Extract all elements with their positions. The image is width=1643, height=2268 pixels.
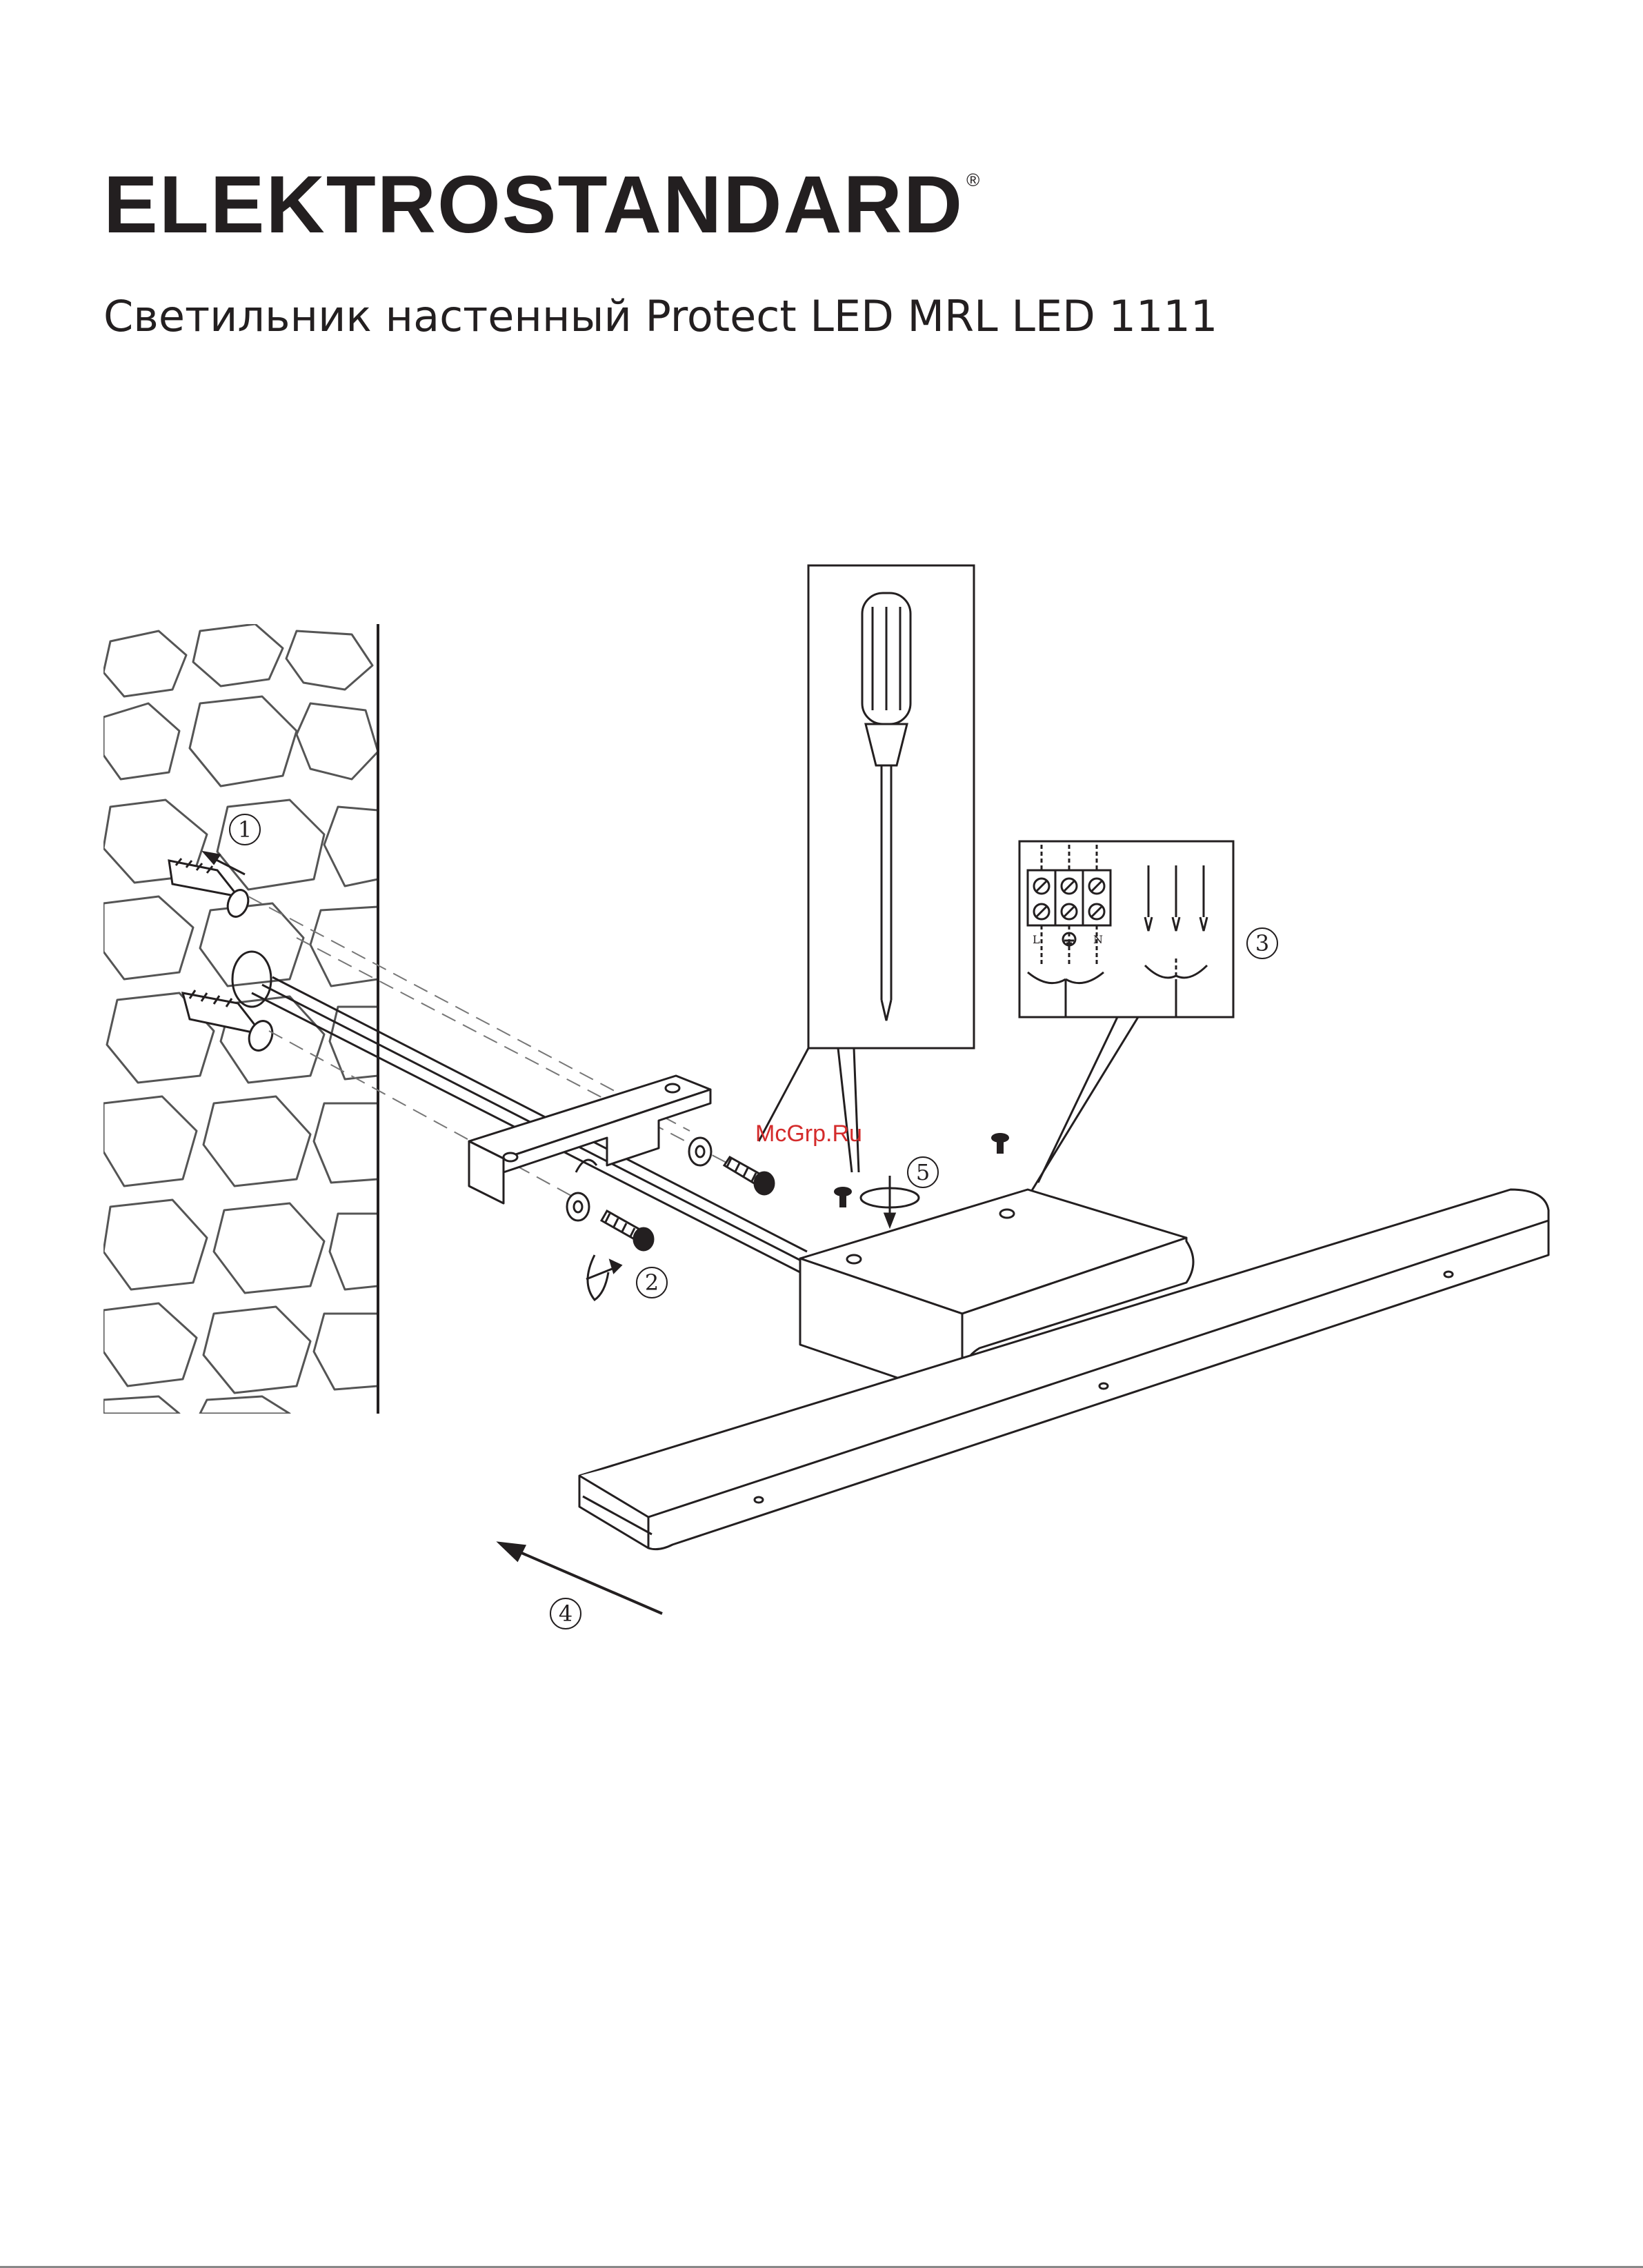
watermark: McGrp.Ru [755,1121,862,1147]
turn-arrow-step5 [861,1176,919,1226]
washer-lower [567,1193,589,1221]
svg-text:4: 4 [559,1600,572,1627]
screw-upper [724,1157,774,1194]
terminal-block-inset [1019,841,1233,1192]
small-screw-right [992,1134,1008,1153]
terminal-label-n: N [1093,933,1103,946]
screw-lower [601,1211,653,1250]
terminal-label-l: L [1033,933,1040,946]
slide-arrow-step4 [500,1543,662,1614]
rotate-arrow-step2 [586,1255,621,1300]
step-marker-1: 1 [230,814,260,845]
screwdriver-inset [759,565,974,1172]
wall-hole [232,952,271,1007]
svg-text:5: 5 [916,1159,930,1185]
washer-upper [689,1138,711,1165]
svg-text:1: 1 [238,816,252,843]
step-marker-5: 5 [908,1157,938,1187]
svg-text:2: 2 [645,1270,659,1296]
step-marker-4: 4 [550,1598,581,1629]
svg-text:3: 3 [1255,930,1269,956]
step-marker-2: 2 [637,1267,667,1298]
step-marker-3: 3 [1247,928,1277,959]
small-screw-left [835,1187,851,1207]
